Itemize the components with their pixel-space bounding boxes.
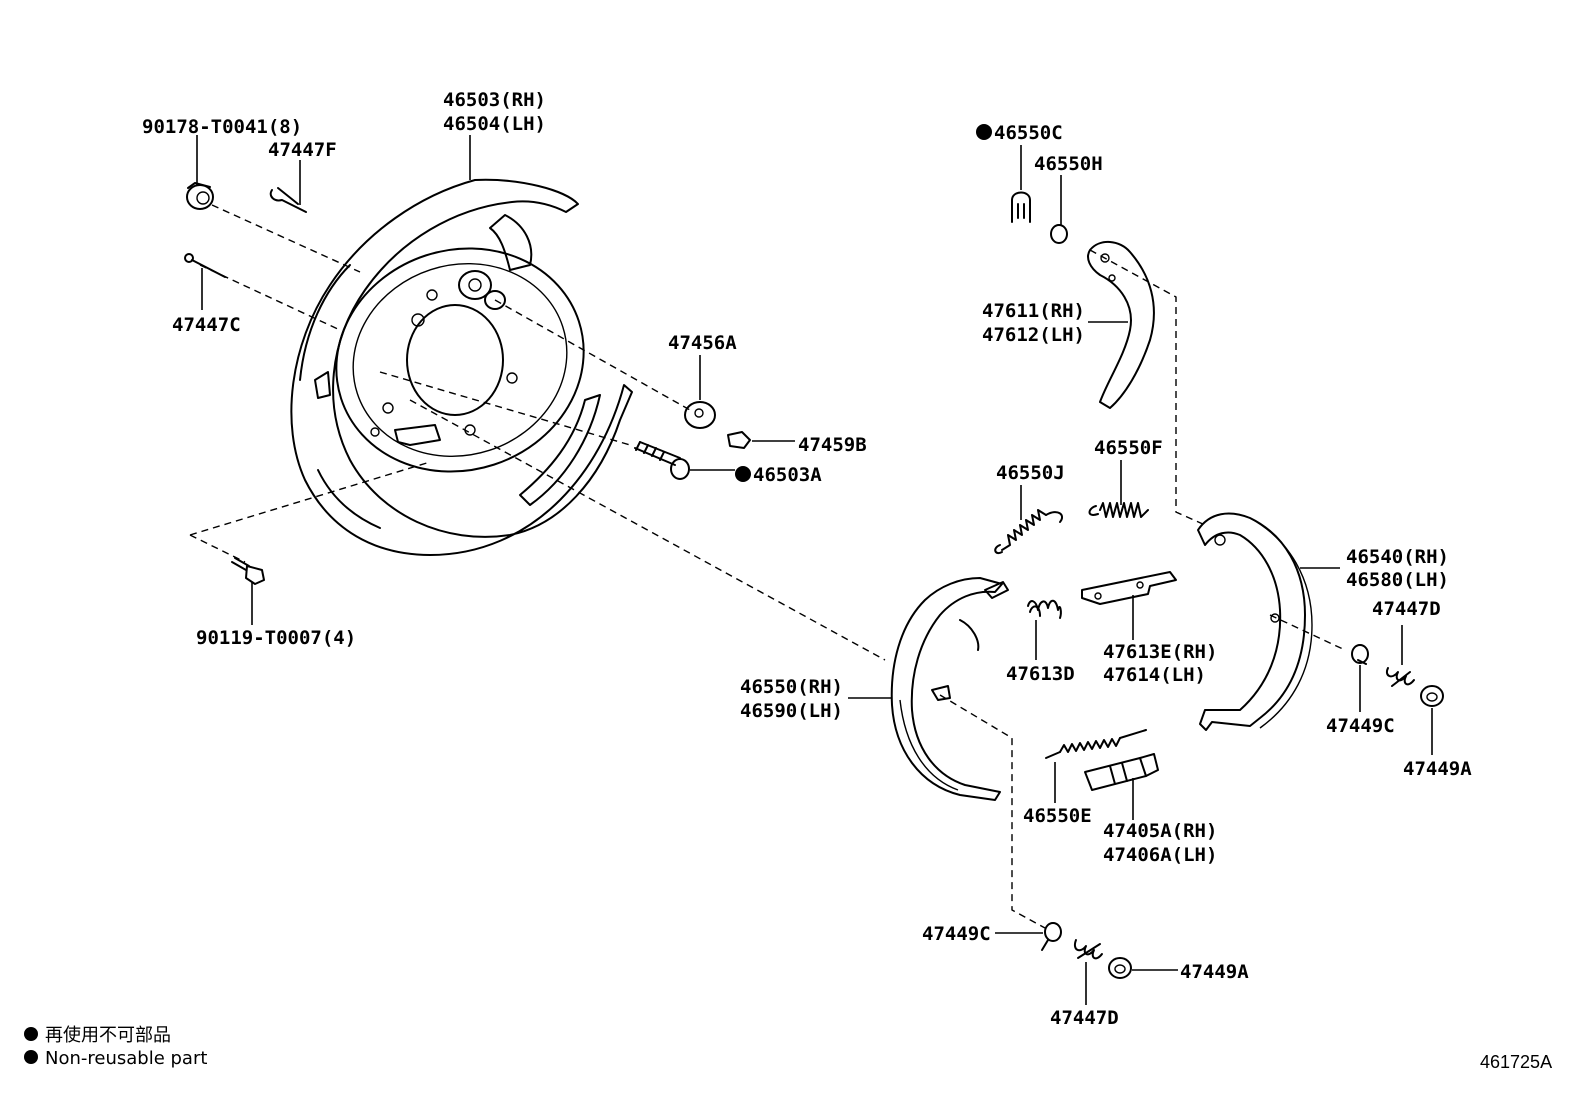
cup-47449A-b <box>1108 957 1132 979</box>
legend-dot-1 <box>24 1027 38 1041</box>
label-47447D-a: 47447D <box>1372 598 1441 620</box>
label-47449A-b: 47449A <box>1180 961 1249 983</box>
label-47405A: 47405A(RH) <box>1103 820 1217 842</box>
label-47614: 47614(LH) <box>1103 664 1206 686</box>
label-46550J: 46550J <box>996 462 1065 484</box>
strut-47613E <box>1081 571 1177 605</box>
washer-46550H <box>1050 224 1068 244</box>
label-46550E: 46550E <box>1023 805 1092 827</box>
diagram-code: 461725A <box>1480 1052 1552 1072</box>
label-47612: 47612(LH) <box>982 324 1085 346</box>
label-46504: 46504(LH) <box>443 113 546 135</box>
label-47449A-a: 47449A <box>1403 758 1472 780</box>
clip-46550C <box>1011 191 1031 223</box>
pin-47449C-b <box>1041 922 1062 951</box>
label-46503: 46503(RH) <box>443 89 546 111</box>
leader-lines <box>196 135 1433 1005</box>
label-47459B: 47459B <box>798 434 867 456</box>
bolt-90119 <box>231 557 265 585</box>
spring-47447D-a <box>1386 667 1415 687</box>
spring-46550F <box>1088 502 1149 518</box>
label-46503A: 46503A <box>753 464 822 486</box>
label-46550C: 46550C <box>994 122 1063 144</box>
cup-47449A-a <box>1420 685 1444 707</box>
label-47447F: 47447F <box>268 139 337 161</box>
pin-47447C <box>184 253 226 278</box>
stud-46503A <box>634 441 690 480</box>
label-46590: 46590(LH) <box>740 700 843 722</box>
label-47447D-b: 47447D <box>1050 1007 1119 1029</box>
label-90119: 90119-T0007(4) <box>196 627 356 649</box>
non-reusable-mark-46550C <box>976 124 992 140</box>
shoe-46540 <box>1197 512 1313 731</box>
spring-47613D <box>1027 599 1062 619</box>
label-47449C-a: 47449C <box>1326 715 1395 737</box>
assembly-lines <box>189 204 1346 929</box>
legend-dot-2 <box>24 1050 38 1064</box>
label-90178: 90178-T0041(8) <box>142 116 302 138</box>
label-47447C: 47447C <box>172 314 241 336</box>
spring-47447D-b <box>1074 939 1103 960</box>
lever-47611 <box>1087 241 1155 409</box>
pin-47449C-a <box>1351 644 1369 665</box>
legend: 再使用不可部品 Non-reusable part <box>24 1025 207 1069</box>
label-47456A: 47456A <box>668 332 737 354</box>
legend-english: Non-reusable part <box>45 1048 207 1069</box>
label-47406A: 47406A(LH) <box>1103 844 1217 866</box>
label-46540: 46540(RH) <box>1346 546 1449 568</box>
label-46550: 46550(RH) <box>740 676 843 698</box>
label-47613D: 47613D <box>1006 663 1075 685</box>
legend-japanese: 再使用不可部品 <box>45 1025 171 1046</box>
grommet-90178 <box>186 182 214 210</box>
label-47611: 47611(RH) <box>982 300 1085 322</box>
label-47613E: 47613E(RH) <box>1103 641 1217 663</box>
washer-47456A <box>684 401 716 429</box>
backing-plate <box>290 178 633 556</box>
label-46580: 46580(LH) <box>1346 569 1449 591</box>
clip-47447F <box>269 187 307 213</box>
spring-46550J <box>994 509 1064 555</box>
label-46550H: 46550H <box>1034 153 1103 175</box>
bleeder-47459B <box>727 431 751 449</box>
shoe-46550 <box>890 577 1009 801</box>
adjuster-47405A <box>1084 753 1159 791</box>
label-46550F: 46550F <box>1094 437 1163 459</box>
label-47449C-b: 47449C <box>922 923 991 945</box>
non-reusable-mark-46503A <box>735 466 751 482</box>
spring-46550E <box>1045 729 1147 759</box>
part-labels: 90178-T0041(8) 47447F 46503(RH) 46504(LH… <box>142 89 1472 1029</box>
